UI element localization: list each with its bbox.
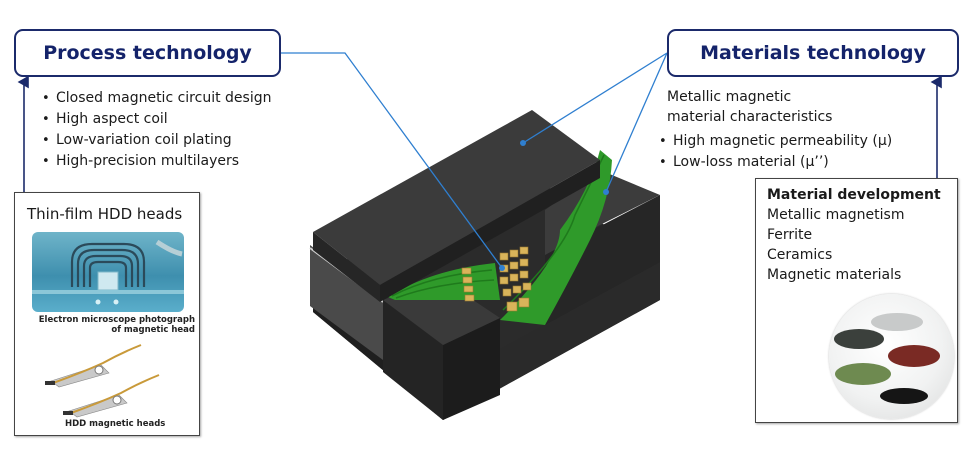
- process-bullet: Closed magnetic circuit design: [42, 88, 271, 109]
- material-panel-title: Material development: [767, 187, 941, 203]
- materials-bullet: Low-loss material (μ’’): [659, 152, 892, 173]
- materials-connector-coil: [605, 52, 668, 193]
- process-bullet: High-precision multilayers: [42, 151, 271, 172]
- hdd-panel-title: Thin-film HDD heads: [27, 205, 183, 223]
- material-item: Metallic magnetism: [767, 207, 905, 223]
- material-development-panel: Material development Metallic magnetism …: [755, 178, 958, 423]
- process-bullet: Low-variation coil plating: [42, 130, 271, 151]
- hdd-heads-photo: [41, 343, 181, 418]
- magnetic-powders-photo: [829, 294, 954, 419]
- hdd-heads-caption: HDD magnetic heads: [65, 419, 166, 429]
- material-item: Ceramics: [767, 247, 833, 263]
- microscope-caption-line: of magnetic head: [111, 325, 195, 335]
- process-bullet-list: Closed magnetic circuit design High aspe…: [42, 88, 271, 172]
- materials-bullet-list: High magnetic permeability (μ) Low-loss …: [659, 131, 892, 173]
- inductor-3d-model: [309, 110, 660, 420]
- materials-intro: Metallic magnetic material characteristi…: [667, 87, 832, 127]
- hdd-heads-panel: Thin-film HDD heads Electron microscope …: [14, 192, 200, 436]
- materials-connector-core: [522, 52, 668, 144]
- process-connector: [281, 52, 503, 269]
- material-item: Ferrite: [767, 227, 813, 243]
- process-technology-title: Process technology: [14, 29, 281, 77]
- process-bullet: High aspect coil: [42, 109, 271, 130]
- microscope-photo: [32, 232, 184, 312]
- materials-bullet: High magnetic permeability (μ): [659, 131, 892, 152]
- material-item: Magnetic materials: [767, 267, 902, 283]
- microscope-caption: Electron microscope photograph of magnet…: [23, 315, 195, 335]
- microscope-caption-line: Electron microscope photograph: [38, 315, 195, 325]
- materials-intro-line: Metallic magnetic: [667, 89, 792, 105]
- materials-intro-line: material characteristics: [667, 109, 833, 125]
- materials-technology-title: Materials technology: [667, 29, 959, 77]
